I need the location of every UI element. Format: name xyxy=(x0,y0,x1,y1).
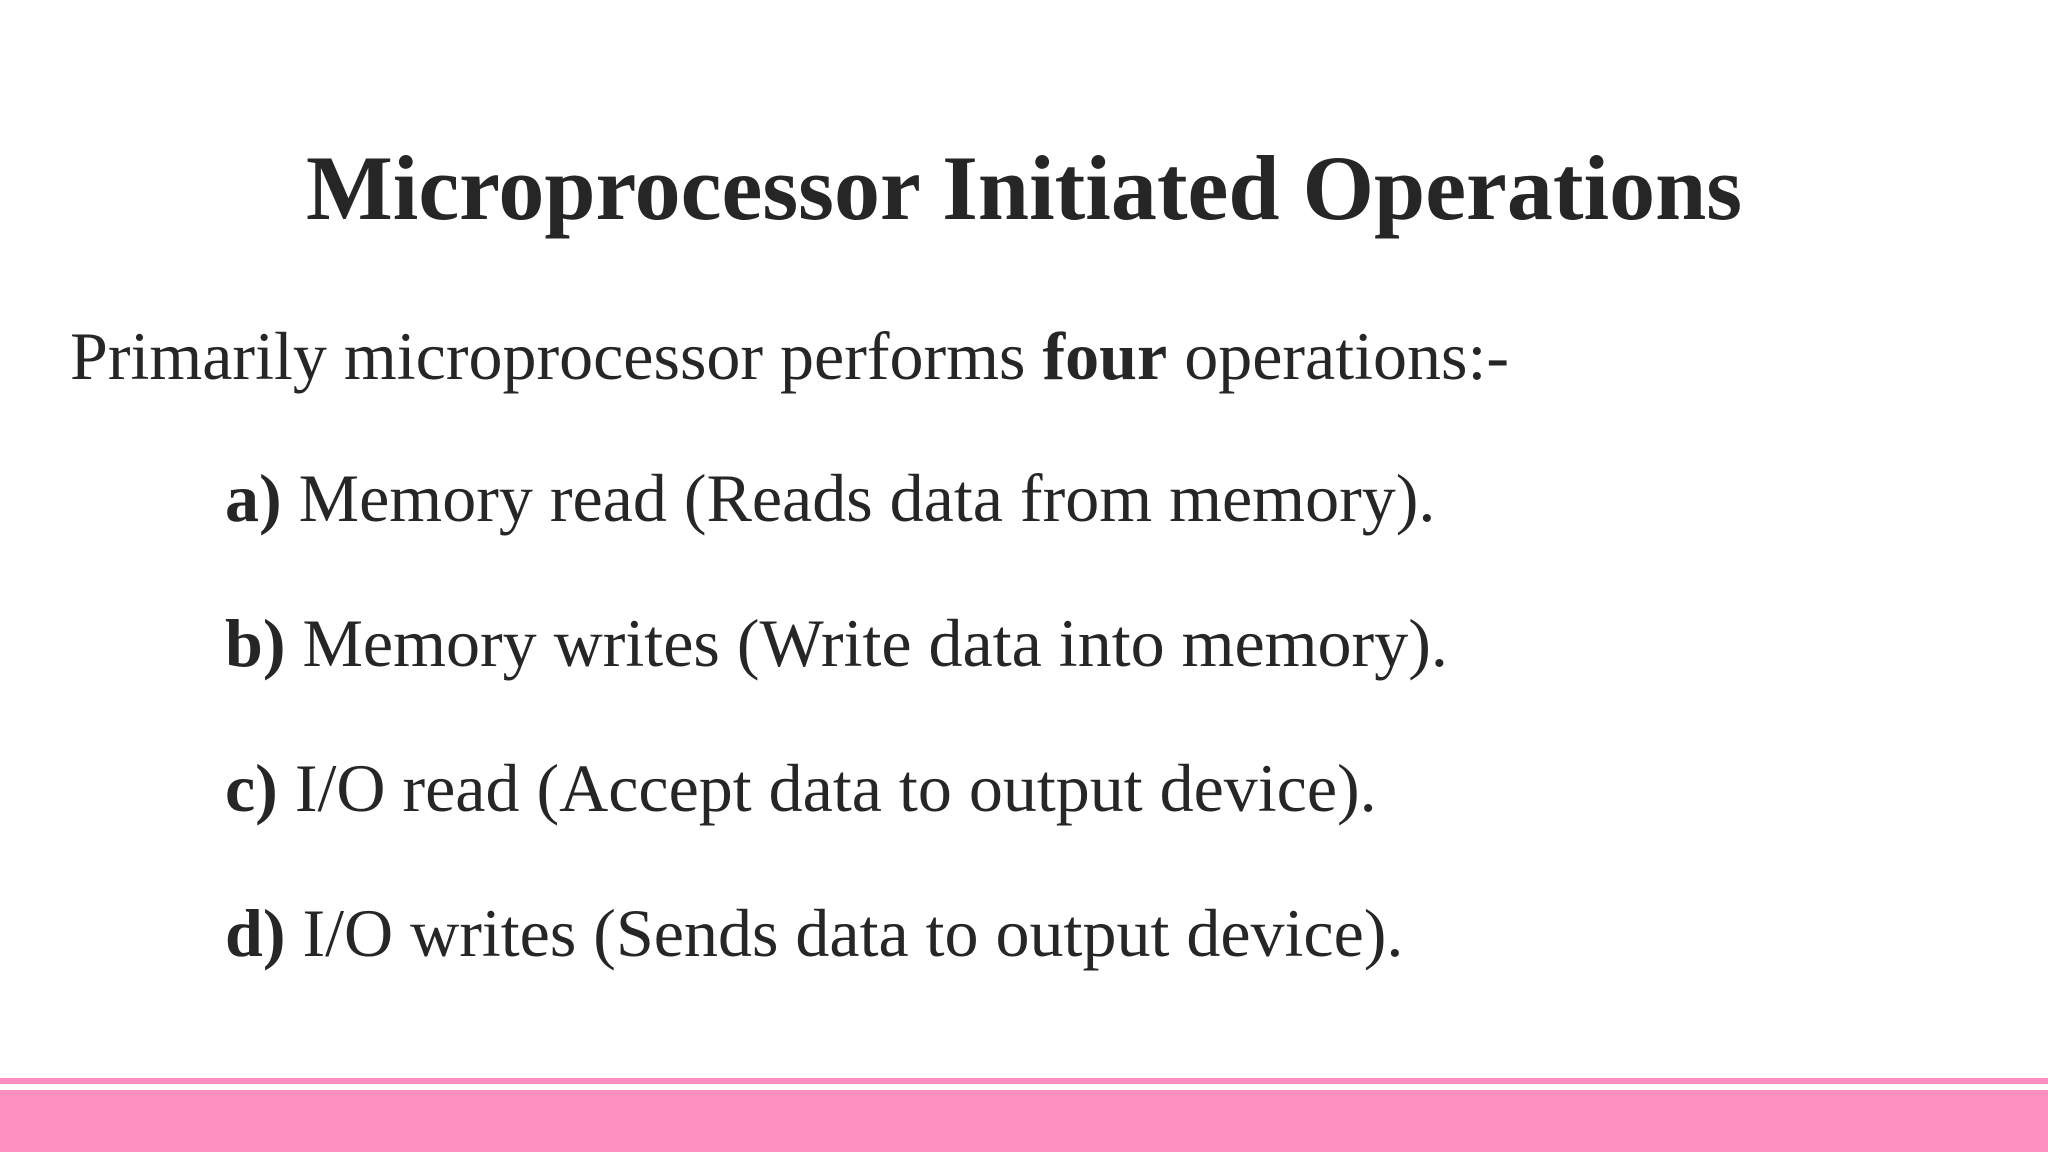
operation-marker: c) xyxy=(225,750,278,826)
intro-bold: four xyxy=(1042,318,1168,394)
operation-item-io-read: c) I/O read (Accept data to output devic… xyxy=(225,750,1448,895)
operation-item-io-write: d) I/O writes (Sends data to output devi… xyxy=(225,895,1448,1040)
operation-item-memory-write: b) Memory writes (Write data into memory… xyxy=(225,605,1448,750)
operations-list: a) Memory read (Reads data from memory).… xyxy=(225,460,1448,1040)
operation-marker: d) xyxy=(225,895,286,971)
operation-text: I/O writes (Sends data to output device)… xyxy=(285,895,1404,971)
operation-text: Memory writes (Write data into memory). xyxy=(285,605,1448,681)
intro-text: Primarily microprocessor performs four o… xyxy=(70,318,1509,394)
footer-accent-line xyxy=(0,1078,2048,1084)
operation-marker: b) xyxy=(225,605,286,681)
slide-title: Microprocessor Initiated Operations xyxy=(305,137,1743,239)
intro-after: operations:- xyxy=(1167,318,1509,394)
operation-item-memory-read: a) Memory read (Reads data from memory). xyxy=(225,460,1448,605)
operation-text: Memory read (Reads data from memory). xyxy=(281,460,1436,536)
footer-accent-band xyxy=(0,1090,2048,1152)
intro-before: Primarily microprocessor performs xyxy=(70,318,1043,394)
operation-text: I/O read (Accept data to output device). xyxy=(277,750,1377,826)
operation-marker: a) xyxy=(225,460,282,536)
